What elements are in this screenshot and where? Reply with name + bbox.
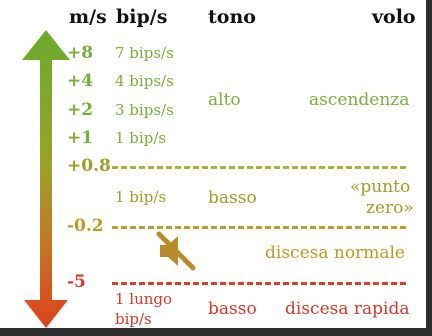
header-bips: bip/s xyxy=(116,6,168,28)
threshold-line-minus02 xyxy=(112,226,406,229)
level-plus1: +1 xyxy=(67,128,94,148)
header-ms: m/s xyxy=(69,6,107,28)
bips-plus2: 3 bips/s xyxy=(115,101,174,119)
speaker-mute-icon xyxy=(156,231,196,271)
flight-punto: «punto xyxy=(350,177,411,197)
header-volo: volo xyxy=(372,6,416,28)
level-plus8: +8 xyxy=(67,43,94,63)
tone-basso-neutral: basso xyxy=(208,188,257,208)
flight-discesa-rapida: discesa rapida xyxy=(285,299,410,319)
bips-rapid-line1: 1 lungo xyxy=(115,290,173,308)
level-minus5: -5 xyxy=(67,272,86,292)
level-minus02: -0.2 xyxy=(67,216,104,236)
threshold-line-minus5 xyxy=(112,282,406,285)
level-plus2: +2 xyxy=(67,100,94,120)
threshold-line-plus08 xyxy=(112,166,406,169)
bips-neutral: 1 bip/s xyxy=(115,188,167,206)
header-tono: tono xyxy=(208,6,256,28)
bips-plus8: 7 bips/s xyxy=(115,44,174,62)
tone-basso-rapid: basso xyxy=(208,299,257,319)
flight-discesa-normale: discesa normale xyxy=(265,243,405,263)
flight-ascendenza: ascendenza xyxy=(309,90,410,110)
level-plus08: +0.8 xyxy=(67,156,111,176)
background-right-edge xyxy=(426,0,432,336)
flight-zero: zero» xyxy=(366,198,414,218)
tone-alto: alto xyxy=(208,90,241,110)
bips-plus4: 4 bips/s xyxy=(115,72,174,90)
vario-legend-panel xyxy=(0,0,426,328)
background-bottom-edge xyxy=(0,328,432,336)
bips-plus1: 1 bip/s xyxy=(115,129,167,147)
level-plus4: +4 xyxy=(67,71,94,91)
bips-rapid-line2: bip/s xyxy=(115,310,152,328)
